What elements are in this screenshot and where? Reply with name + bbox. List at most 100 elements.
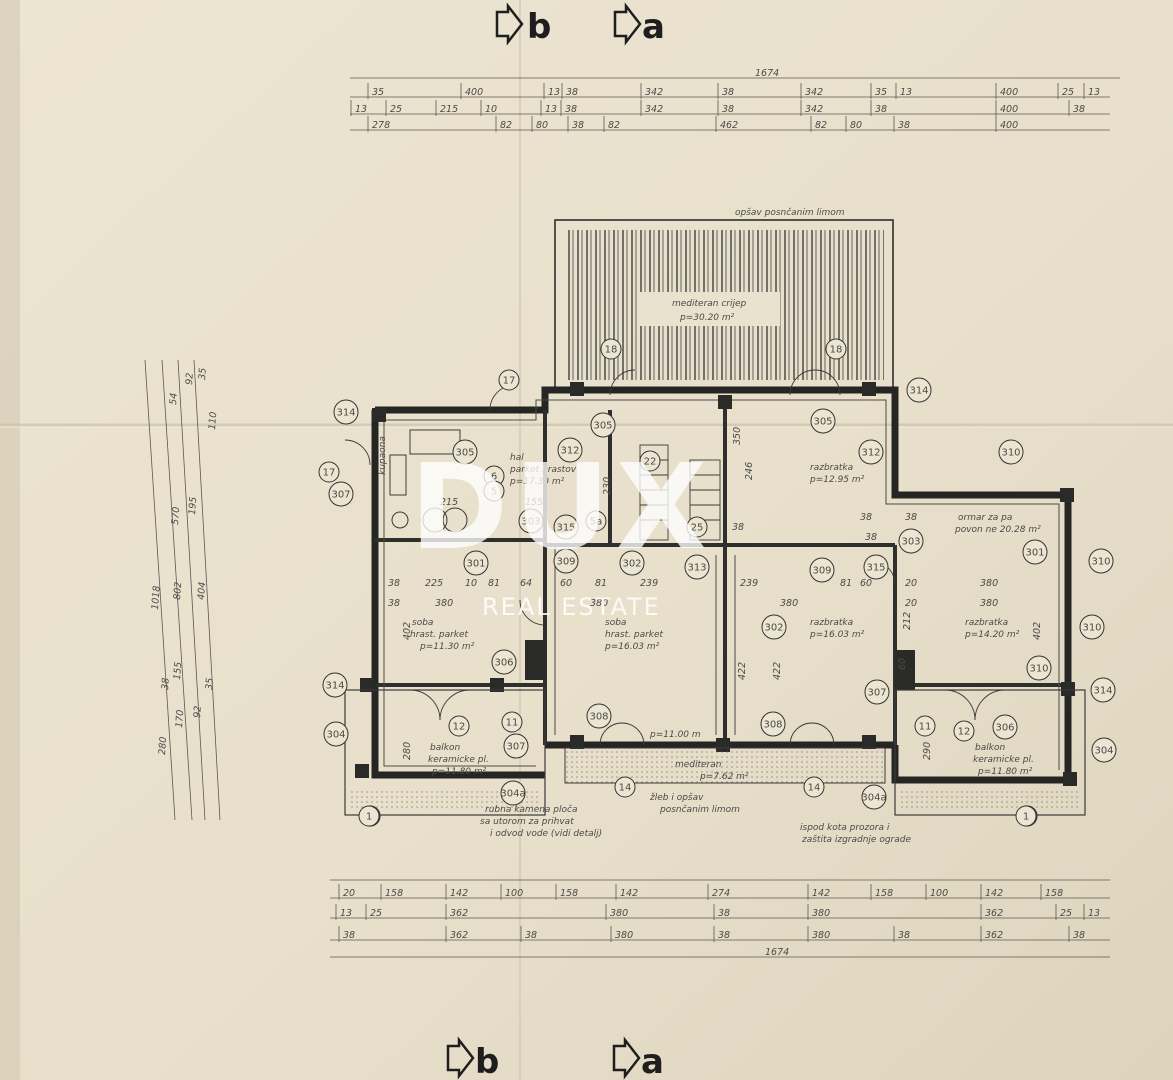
interior-dim-7: 239 — [740, 578, 758, 589]
bottom-dim-row1-7: 142 — [812, 888, 830, 899]
roof-area-value: p=30.20 m² — [679, 313, 735, 323]
callout-bubble-5: 18 — [605, 345, 618, 356]
bottom-dim-row1-9: 100 — [930, 888, 948, 899]
section-b-label-bottom: b — [475, 1042, 499, 1080]
top-dim-row3-7: 80 — [850, 120, 862, 131]
callout-bubble-circle — [639, 450, 661, 472]
callout-bubble-37: 11 — [919, 722, 932, 733]
callout-bubble-15: 315 — [556, 523, 575, 534]
overall-width-bottom: 1674 — [765, 947, 789, 958]
interior-dim-17: 402 — [402, 622, 413, 640]
room-terrace-line-0: mediteran — [675, 760, 722, 770]
callout-bubble-22: 309 — [812, 566, 831, 577]
interior-dim-28: 212 — [902, 612, 913, 630]
interior-walls — [375, 395, 1068, 745]
left-dim-13: 195 — [187, 496, 199, 515]
callout-bubble-circle — [323, 721, 349, 747]
room-balcony_left-line-1: keramicke pl. — [428, 755, 489, 765]
bottom-dim-row2-5: 380 — [812, 908, 830, 919]
callout-bubble-circle — [863, 554, 889, 580]
room-cabinet-line-0: ormar za pa — [958, 513, 1012, 523]
bottom-dim-row3-8: 38 — [1073, 930, 1085, 941]
top-dim-row1-4: 342 — [645, 87, 663, 98]
left-dim-1: 570 — [170, 506, 182, 525]
section-b-label-top: b — [527, 7, 551, 47]
room-slab_note-line-1: sa utorom za prihvat — [480, 817, 574, 827]
bottom-dim-row2-1: 25 — [370, 908, 382, 919]
bottom-dim-row2-4: 38 — [718, 908, 730, 919]
top-dim-row3-8: 38 — [898, 120, 910, 131]
callout-bubble-circle — [498, 369, 520, 391]
roof-area: mediteran crijep p=30.20 m² opšav posnča… — [554, 207, 894, 389]
callout-bubble-40: 310 — [1029, 664, 1048, 675]
top-dim-row1-0: 35 — [372, 87, 384, 98]
callout-bubble-circle — [1022, 539, 1048, 565]
callout-bubble-circle — [328, 481, 354, 507]
callout-bubble-25: 301 — [1025, 548, 1044, 559]
interior-dim-1: 10 — [465, 578, 477, 589]
interior-dim-20: 402 — [1032, 622, 1043, 640]
callout-bubble-circle — [1091, 737, 1117, 763]
callout-bubble-38: 12 — [958, 727, 971, 738]
callout-bubble-circle — [500, 780, 526, 806]
room-balcony_right-line-0: balkon — [975, 743, 1005, 753]
callout-bubble-circle — [1026, 655, 1052, 681]
top-dim-row1-6: 342 — [805, 87, 823, 98]
interior-dim-15: 380 — [980, 598, 998, 609]
roof-label: mediteran crijep — [672, 299, 747, 309]
top-dim-row2-11: 38 — [1073, 104, 1085, 115]
callout-bubble-29: 306 — [494, 658, 513, 669]
terrace-strip — [564, 747, 886, 784]
callout-bubble-circle — [491, 649, 517, 675]
callout-bubble-4: 17 — [503, 376, 516, 387]
bottom-dim-row3-5: 380 — [812, 930, 830, 941]
callout-bubble-circle — [1079, 614, 1105, 640]
section-marker-a-bottom: a — [612, 1036, 664, 1080]
interior-dim-6: 239 — [640, 578, 658, 589]
left-dim-3: 404 — [196, 581, 208, 600]
callout-bubble-45: 14 — [808, 783, 821, 794]
bottom-dim-row1-10: 142 — [985, 888, 1003, 899]
callout-bubble-circle — [553, 514, 579, 540]
left-dim-5: 170 — [174, 709, 186, 728]
interior-dim-21: 350 — [732, 427, 743, 445]
top-dim-row3-3: 38 — [572, 120, 584, 131]
bottom-dim-row2-0: 13 — [340, 908, 352, 919]
bottom-dim-row1-6: 274 — [712, 888, 730, 899]
top-dim-row2-3: 10 — [485, 104, 497, 115]
callout-bubble-circle — [906, 377, 932, 403]
callout-bubble-circle — [914, 715, 936, 737]
callout-bubble-circle — [898, 528, 924, 554]
callout-bubble-circle — [518, 508, 544, 534]
bottom-dim-row2-8: 13 — [1088, 908, 1100, 919]
top-dim-row2-0: 13 — [355, 104, 367, 115]
callout-bubble-circle — [318, 461, 340, 483]
callout-bubble-circle — [809, 557, 835, 583]
callout-bubble-41: 314 — [1093, 686, 1112, 697]
callout-bubble-circle — [553, 548, 579, 574]
room-gutter_note-line-1: posnčanim limom — [659, 804, 740, 815]
bottom-dim-row1-3: 100 — [505, 888, 523, 899]
callout-bubble-circle — [590, 412, 616, 438]
room-room4-line-1: p=14.20 m² — [964, 630, 1020, 640]
callout-bubble-16: 5a — [590, 517, 603, 528]
callout-bubble-circle — [322, 672, 348, 698]
callout-bubble-14: 303 — [521, 517, 540, 528]
callout-bubble-12: 6 — [491, 472, 497, 483]
top-dim-row1-7: 35 — [875, 87, 887, 98]
interior-dim-31: 38 — [388, 598, 400, 609]
callout-bubble-27: 310 — [1082, 623, 1101, 634]
top-dim-row3-1: 82 — [500, 120, 512, 131]
top-dim-row1-9: 400 — [1000, 87, 1018, 98]
callout-bubble-circle — [992, 714, 1018, 740]
interior-dim-22: 246 — [744, 462, 755, 480]
top-dim-row1-8: 13 — [900, 87, 912, 98]
bottom-dim-row1-2: 142 — [450, 888, 468, 899]
top-dim-row2-1: 25 — [390, 104, 402, 115]
callout-bubble-39: 306 — [995, 723, 1014, 734]
top-dim-row1-10: 25 — [1062, 87, 1074, 98]
bottom-dim-row1-0: 20 — [343, 888, 355, 899]
